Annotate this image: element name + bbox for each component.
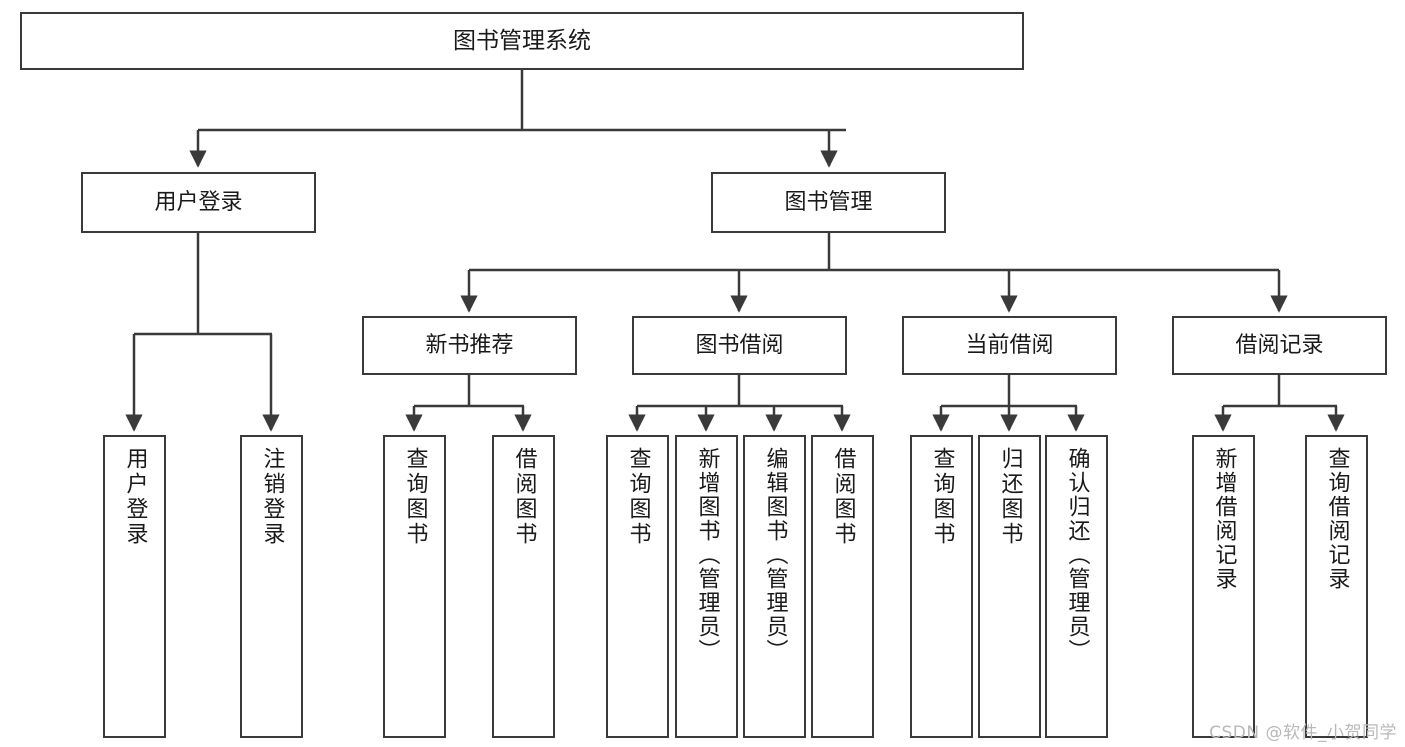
- node-leaf-query-book-3[interactable]: 查询图书: [910, 435, 973, 738]
- node-book-manage-label: 图书管理: [784, 189, 873, 215]
- node-leaf-query-book-1[interactable]: 查询图书: [383, 435, 446, 738]
- node-leaf-borrow-book-1-label: 借阅图书: [511, 447, 537, 547]
- node-leaf-query-book-3-label: 查询图书: [929, 447, 955, 547]
- node-book-borrow[interactable]: 图书借阅: [632, 316, 847, 375]
- node-root-label: 图书管理系统: [453, 27, 591, 54]
- node-leaf-add-record[interactable]: 新增借阅记录: [1192, 435, 1255, 738]
- node-current-borrow[interactable]: 当前借阅: [902, 316, 1117, 375]
- node-leaf-confirm-return-label: 确认归还（管理员）: [1064, 447, 1090, 663]
- node-borrow-record[interactable]: 借阅记录: [1172, 316, 1387, 375]
- node-leaf-query-record-label: 查询借阅记录: [1324, 447, 1350, 591]
- node-leaf-edit-book[interactable]: 编辑图书（管理员）: [743, 435, 806, 738]
- node-new-book-recommend[interactable]: 新书推荐: [362, 316, 577, 375]
- node-leaf-add-book-label: 新增图书（管理员）: [694, 447, 720, 663]
- node-book-manage[interactable]: 图书管理: [711, 172, 946, 233]
- watermark-text: CSDN @软件_小贺同学: [1209, 723, 1397, 743]
- node-leaf-query-record[interactable]: 查询借阅记录: [1305, 435, 1368, 738]
- node-new-book-recommend-label: 新书推荐: [425, 332, 514, 358]
- node-leaf-borrow-book-2[interactable]: 借阅图书: [811, 435, 874, 738]
- node-leaf-borrow-book-2-label: 借阅图书: [830, 447, 856, 547]
- node-borrow-record-label: 借阅记录: [1235, 332, 1324, 358]
- node-leaf-logout-login[interactable]: 注销登录: [240, 435, 303, 738]
- node-leaf-borrow-book-1[interactable]: 借阅图书: [492, 435, 555, 738]
- node-leaf-query-book-2[interactable]: 查询图书: [606, 435, 669, 738]
- node-book-borrow-label: 图书借阅: [695, 332, 784, 358]
- node-leaf-add-record-label: 新增借阅记录: [1211, 447, 1237, 591]
- node-leaf-user-login[interactable]: 用户登录: [103, 435, 166, 738]
- node-user-login[interactable]: 用户登录: [81, 172, 316, 233]
- node-user-login-label: 用户登录: [154, 189, 243, 215]
- node-leaf-confirm-return[interactable]: 确认归还（管理员）: [1045, 435, 1108, 738]
- node-leaf-query-book-2-label: 查询图书: [625, 447, 651, 547]
- node-leaf-user-login-label: 用户登录: [122, 447, 148, 547]
- node-root[interactable]: 图书管理系统: [20, 12, 1024, 70]
- node-current-borrow-label: 当前借阅: [965, 332, 1054, 358]
- node-leaf-return-book-label: 归还图书: [997, 447, 1023, 547]
- node-leaf-query-book-1-label: 查询图书: [402, 447, 428, 547]
- node-leaf-edit-book-label: 编辑图书（管理员）: [762, 447, 788, 663]
- node-leaf-return-book[interactable]: 归还图书: [978, 435, 1041, 738]
- node-leaf-add-book[interactable]: 新增图书（管理员）: [675, 435, 738, 738]
- node-leaf-logout-login-label: 注销登录: [259, 447, 285, 547]
